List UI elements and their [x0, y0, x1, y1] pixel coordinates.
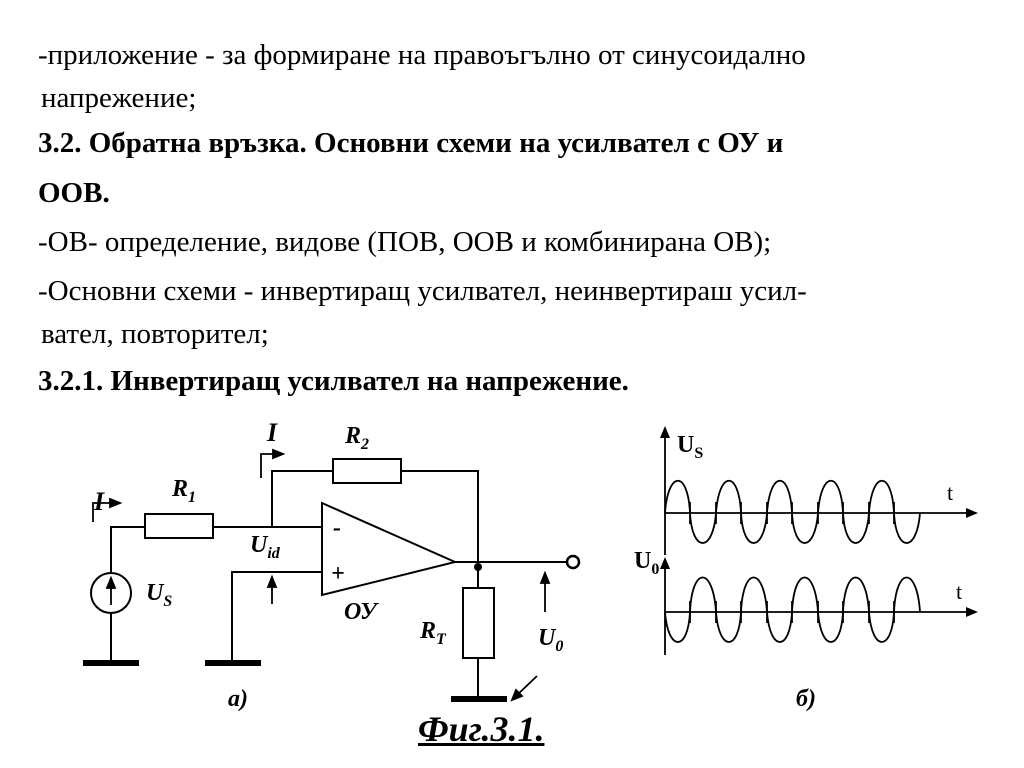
label-wave-t1: t: [947, 480, 953, 505]
circuit-diagram: [90, 458, 581, 698]
section-heading-3-2: 3.2. Обратна връзка. Основни схеми на ус…: [38, 127, 784, 159]
u0-pointer-icon: [510, 688, 524, 702]
figure-caption: Фиг.3.1.: [418, 709, 545, 749]
source-arrow-icon: [105, 575, 117, 589]
uid-arrow-icon: [266, 574, 278, 588]
current-arrow-top-icon: [272, 448, 286, 460]
label-i-top: I: [266, 418, 278, 447]
label-wave-u0: U0: [634, 548, 659, 578]
ground-noninverting: [205, 660, 261, 666]
current-arrow-icon: [109, 497, 123, 509]
label-minus: -: [333, 515, 341, 541]
axis-us-arrow-icon: [660, 426, 670, 438]
resistor-r2: [332, 458, 402, 484]
label-wave-t2: t: [956, 579, 962, 604]
label-r1: R1: [171, 476, 196, 506]
noninverting-wire: [231, 571, 322, 662]
output-terminal: [565, 554, 581, 570]
axis-us-t-arrow-icon: [966, 508, 978, 518]
ground-source: [83, 660, 139, 666]
output-node-dot: [474, 563, 482, 571]
label-us: US: [146, 580, 172, 610]
section-heading-3-2-1: 3.2.1. Инвертиращ усилвател на напрежени…: [38, 365, 629, 397]
input-wire: [110, 526, 145, 573]
axis-u0-arrow-icon: [660, 557, 670, 569]
text-line-7: вател, повторител;: [41, 318, 269, 350]
u0-arrow-icon: [539, 570, 551, 584]
label-wave-us: US: [677, 432, 703, 462]
feedback-wire: [271, 470, 333, 527]
waveform-arrowheads: [660, 426, 978, 617]
label-plus: +: [331, 561, 345, 587]
op-amp: [321, 501, 459, 597]
text-line-6: -Основни схеми - инвертиращ усилвател, н…: [38, 275, 807, 307]
label-i-left: I: [93, 487, 105, 516]
waveform-labels: US U0 t t б): [634, 432, 962, 712]
text-line-2: напрежение;: [41, 82, 197, 114]
ground-rt: [451, 696, 507, 702]
grounds: [83, 563, 507, 702]
axis-u0-t-arrow-icon: [966, 607, 978, 617]
resistor-r1: [144, 513, 214, 539]
label-rt: RT: [419, 618, 447, 648]
circuit-arrows: [92, 448, 551, 702]
label-a: а): [228, 686, 248, 712]
text-line-1: -приложение - за формиране на правоъгълн…: [38, 39, 806, 71]
resistor-rt: [462, 587, 495, 659]
label-uid: Uid: [250, 532, 281, 562]
label-u0: U0: [538, 625, 563, 655]
waveform-diagram: [664, 432, 970, 655]
feedback-wire-right: [401, 470, 479, 562]
label-oy: ОУ: [344, 599, 379, 625]
label-b: б): [796, 686, 816, 712]
text-line-5: -ОВ- определение, видове (ПОВ, ООВ и ком…: [38, 226, 772, 258]
section-heading-3-2-cont: ООВ.: [38, 177, 110, 209]
label-r2: R2: [344, 423, 369, 453]
circuit-labels: I I R1 R2 Uid US - + ОУ RT U0 а): [93, 418, 563, 712]
